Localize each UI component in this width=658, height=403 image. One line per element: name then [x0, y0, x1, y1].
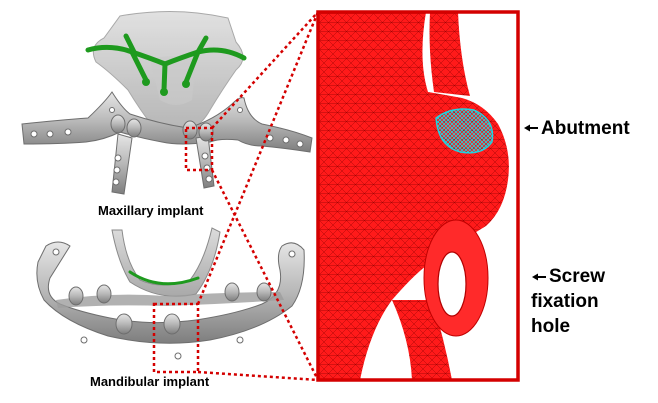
screw-hole-label-line3: hole [531, 316, 571, 337]
maxillary-bar-screws [142, 78, 190, 96]
mesh-body [318, 12, 509, 380]
maxillary-green-bar [85, 33, 247, 93]
abutment-label: Abutment [541, 118, 630, 139]
left-arrow-icon [524, 124, 538, 132]
abutment-mesh [435, 108, 494, 154]
detail-panel [316, 10, 520, 382]
maxillary-abutments [110, 114, 214, 142]
mandibular-implant-caption: Mandibular implant [90, 374, 210, 389]
screw-hole-label-line1: Screw [549, 266, 605, 287]
screw-hole-mesh [423, 219, 489, 337]
mandibular-screw-holes [52, 248, 296, 360]
mandibular-abutments [68, 282, 272, 335]
zoom-region-maxillary [184, 11, 320, 381]
zoom-region-mandibular [152, 11, 320, 382]
screw-hole-label-line2: fixation [531, 291, 599, 312]
mandible-render [111, 227, 221, 297]
left-arrow-icon [532, 273, 546, 281]
maxillary-implant-caption: Maxillary implant [98, 203, 204, 218]
mesh-upper [429, 12, 470, 96]
mandible-green-bar [128, 270, 200, 286]
maxillary-screw-holes [30, 107, 304, 186]
